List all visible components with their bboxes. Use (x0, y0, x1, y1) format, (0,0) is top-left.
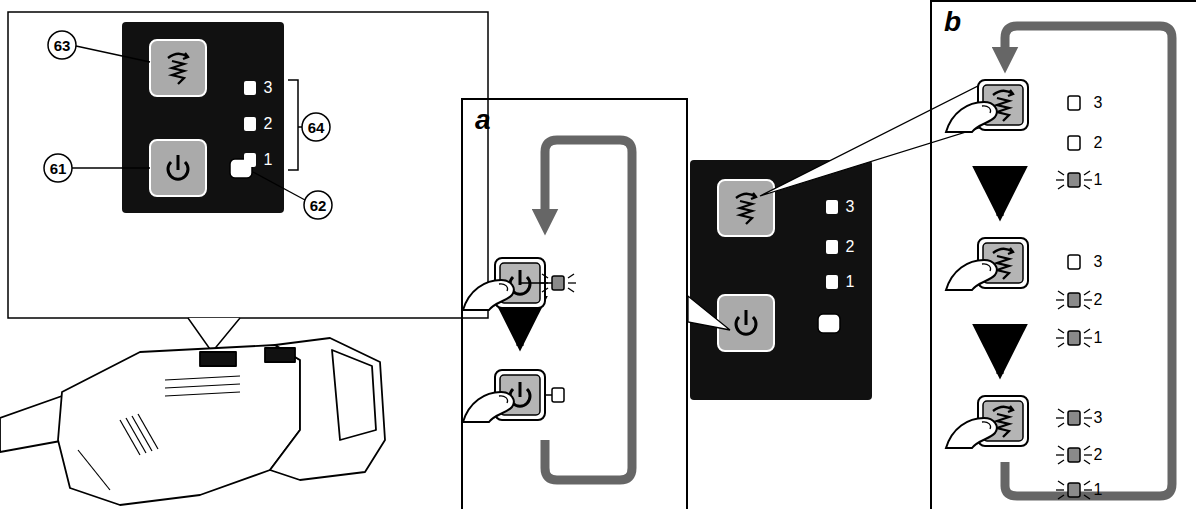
led-level-number: 2 (846, 239, 855, 255)
led-level-number: 2 (264, 116, 273, 132)
step-panel: a (461, 98, 688, 509)
led-level-number: 3 (1094, 95, 1103, 111)
led-level-number: 3 (846, 199, 855, 215)
callout-number: 64 (308, 120, 325, 135)
led-level-number: 2 (1094, 135, 1103, 151)
led-level-number: 1 (1094, 482, 1103, 498)
led-level-number: 1 (1094, 172, 1103, 188)
led-level-number: 1 (846, 274, 855, 290)
led-level-number: 3 (1094, 254, 1103, 270)
callout-number: 62 (310, 198, 327, 213)
led-level-number: 1 (264, 152, 273, 168)
led-level-number: 1 (1094, 330, 1103, 346)
led-level-number: 2 (1094, 447, 1103, 463)
led-level-number: 3 (1094, 410, 1103, 426)
panel-letter: a (475, 104, 491, 136)
step-panel: b (930, 0, 1196, 509)
callout-number: 61 (50, 161, 67, 176)
led-level-number: 3 (264, 80, 273, 96)
callout-number: 63 (54, 38, 71, 53)
led-level-number: 2 (1094, 292, 1103, 308)
panel-letter: b (944, 6, 961, 38)
